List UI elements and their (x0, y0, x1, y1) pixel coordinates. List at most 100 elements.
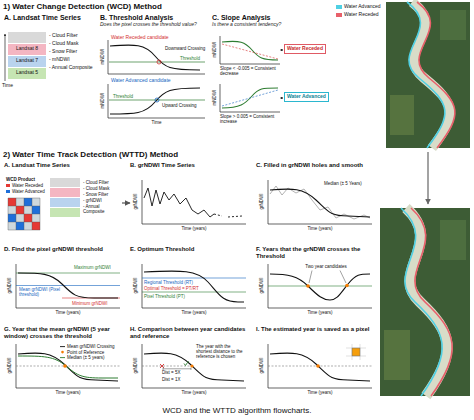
plot-label: Dist = 5X (162, 370, 190, 375)
panel-title: A. Landsat Time Series (4, 14, 96, 22)
axis-label: Time (years) (268, 226, 372, 231)
axis-label: Time (years) (142, 310, 246, 315)
legend-text: Point of Reference (67, 350, 104, 355)
plot-label: Water Receded candidate (111, 35, 203, 41)
panel-title: B. Threshold Analysis (100, 14, 208, 22)
plot-label: Mean grNDWI (Pixel threshold) (19, 287, 61, 297)
axis-label: Time (years) (16, 310, 120, 315)
layer-label: Landsat 5 (8, 70, 46, 76)
method-panel: C. Filled in grNDWI holes and smooth (256, 162, 374, 244)
filter-step: - Annual Composite (83, 204, 121, 214)
legend-item: Point of Reference (67, 350, 104, 355)
axis-label: Time (2, 83, 16, 89)
axis-label: grNDWI (259, 278, 264, 294)
plot (16, 264, 120, 308)
axis-label: grNDWI (259, 358, 264, 374)
plot-note: The year with the shortest distance to t… (196, 344, 246, 360)
filter-step: - Annual Composite (49, 65, 95, 71)
map-image (380, 2, 470, 396)
layer-label: Landsat 7 (8, 58, 46, 64)
axis-label: grNDWI (7, 358, 12, 374)
legend-swatch (336, 13, 342, 18)
legend-text: Mean grNDWI Crossing (67, 344, 115, 349)
legend-title: WCD Product (6, 177, 50, 182)
plot-label: Two year candidates (298, 264, 354, 269)
axis-label: mNDWI (212, 90, 217, 106)
plot (268, 344, 372, 388)
method-panel: B. grNDWI Time Series (130, 162, 248, 244)
axis-label: grNDWI (259, 194, 264, 210)
plot (142, 344, 246, 388)
plot-label: Downward Crossing (165, 46, 207, 51)
filter-step: - grNDWI (83, 198, 121, 203)
landsat-stack (5, 32, 46, 81)
filter-step: - Cloud Mask (83, 186, 121, 191)
result-box: Water Advanced (284, 92, 329, 102)
filter-step: - mNDWI (49, 57, 95, 63)
threshold-label: Threshold (113, 94, 139, 99)
legend-text: Water Receded (12, 183, 43, 188)
figure-caption: WCD and the WTTD algorithm flowcharts. (0, 406, 474, 415)
axis-label: Time (years) (142, 226, 246, 231)
threshold-label: Threshold (180, 56, 206, 61)
axis-label: grNDWI (133, 358, 138, 374)
plot-label: Pixel Threshold (PT) (144, 294, 200, 299)
threshold-plots (108, 40, 205, 118)
result-label: Water Advanced (287, 94, 326, 100)
plot (16, 344, 120, 388)
panel-title: E. Optimum Threshold (130, 246, 248, 253)
plot-label: Optimal Threshold = PT/RT (144, 286, 204, 291)
axis-label: mNDWI (100, 49, 105, 65)
panel-title: G. Year that the mean grNDWI (5 year win… (4, 326, 122, 339)
section-heading: 2) Water Time Track Detection (WTTD) Met… (3, 150, 303, 159)
plot-label: Water Advanced candidate (111, 78, 203, 84)
legend-text: Median (± 5 years) (67, 355, 104, 360)
axis-label: grNDWI (133, 278, 138, 294)
legend-item: Mean grNDWI Crossing (67, 344, 115, 349)
panel-title: B. grNDWI Time Series (130, 162, 248, 169)
filter-step: - Cloud Filter (83, 180, 121, 185)
plot-label: Maximum grNDWI (74, 265, 120, 270)
filter-step: - Cloud Mask (49, 41, 95, 47)
legend-item: Water Receded (6, 183, 43, 188)
axis-label: Time (years) (16, 390, 120, 395)
panel-title: A. Landsat Time Series (4, 162, 122, 169)
slope-rule: Slope < -0.005 = Consistent decrease (220, 66, 282, 76)
plot (268, 264, 372, 308)
legend-swatch (6, 184, 10, 187)
axis-label: Time (108, 120, 205, 125)
legend-text: Water Receded (344, 11, 379, 17)
layer-label: Landsat 8 (8, 46, 46, 52)
legend-swatch (336, 5, 342, 10)
plot-label: Upward Crossing (162, 103, 206, 108)
flow-arrow (122, 202, 130, 203)
panel-question: Is there a consistent tendency? (212, 22, 328, 28)
axis-label: Time (years) (142, 390, 246, 395)
slope-plots (220, 36, 283, 112)
panel-title: F. Years that the grNDWI crosses the Thr… (256, 246, 374, 259)
legend-text: Water Advanced (12, 189, 45, 194)
axis-label: mNDWI (100, 93, 105, 109)
result-label: Water Receded (287, 46, 323, 52)
panel-title: C. Slope Analysis (212, 14, 328, 22)
wcd-product-grid (8, 178, 80, 230)
axis-label: grNDWI (7, 278, 12, 294)
legend-text: Water Advanced (344, 3, 381, 9)
plot-label: Median (± 5 Years) (324, 181, 372, 186)
panel-title: C. Filled in grNDWI holes and smooth (256, 162, 374, 169)
plot-label: Dist = 1X (162, 377, 190, 382)
axis-label: Time (years) (268, 390, 372, 395)
legend-item: Water Advanced (6, 189, 45, 194)
plot-label: Regional Threshold (RT) (144, 280, 202, 285)
panel-question: Does the pixel crosses the threshold val… (100, 22, 208, 28)
filter-step: - Snow Filter (49, 49, 95, 55)
legend-item: Water Advanced (336, 4, 381, 10)
legend-item: Median (± 5 years) (67, 355, 104, 360)
plot-label: Minimum grNDWI (72, 301, 120, 306)
filter-step: - Snow Filter (83, 192, 121, 197)
slope-rule: Slope > 0.005 = Consistent increase (220, 114, 282, 124)
legend-swatch (6, 190, 10, 193)
panel-title: I. The estimated year is saved as a pixe… (256, 326, 374, 333)
axis-label: mNDWI (212, 42, 217, 58)
